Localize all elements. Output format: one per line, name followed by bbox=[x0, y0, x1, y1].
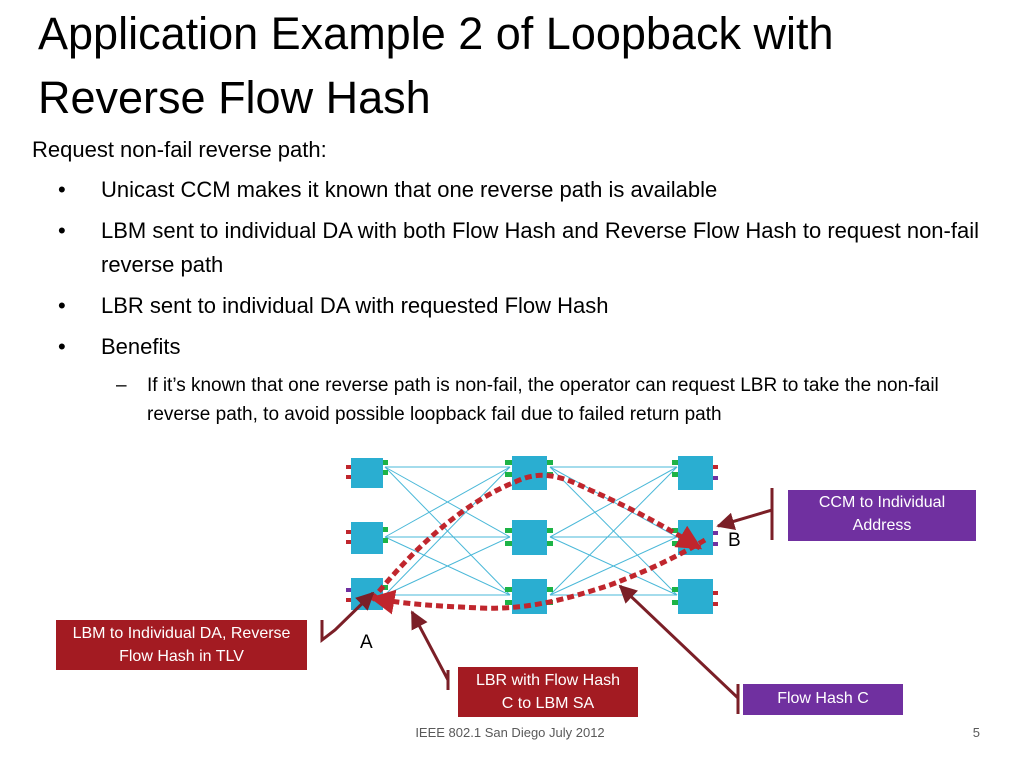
lbr-callout-box: LBR with Flow Hash C to LBM SA bbox=[458, 667, 638, 717]
bullet-text: Unicast CCM makes it known that one reve… bbox=[101, 177, 718, 202]
link bbox=[549, 536, 678, 596]
lbr-callout-arrow bbox=[410, 610, 450, 690]
switch-right-bottom bbox=[672, 579, 718, 614]
switch-left-middle bbox=[346, 522, 388, 554]
ccm-callout-box: CCM to Individual Address bbox=[788, 490, 976, 541]
ccm-callout-arrow bbox=[716, 488, 774, 540]
bullet-mark: • bbox=[58, 293, 66, 318]
lbm-path bbox=[370, 472, 703, 602]
link bbox=[384, 466, 511, 538]
sub-bullet-mark: – bbox=[116, 375, 127, 396]
bullet-mark: • bbox=[58, 334, 66, 359]
switch-middle-top bbox=[505, 456, 553, 490]
link bbox=[549, 466, 678, 596]
slide-title: Application Example 2 of Loopback with R… bbox=[38, 8, 834, 123]
switch-right-top bbox=[672, 456, 718, 490]
sub-bullet-text: If it’s known that one reverse path is n… bbox=[147, 375, 939, 425]
node-label-a: A bbox=[360, 632, 373, 653]
link bbox=[384, 536, 511, 596]
lbm-callout-box: LBM to Individual DA, Reverse Flow Hash … bbox=[56, 620, 307, 670]
flowhash-callout-arrow bbox=[618, 584, 740, 714]
lbm-callout-arrow bbox=[320, 591, 375, 644]
links bbox=[384, 466, 678, 596]
switch-middle-bottom bbox=[505, 579, 553, 614]
lbr-path bbox=[369, 537, 707, 615]
callout-arrows bbox=[320, 488, 774, 714]
bullet-text: Benefits bbox=[101, 334, 181, 359]
bullet-text: LBR sent to individual DA with requested… bbox=[101, 293, 609, 318]
bullet-mark: • bbox=[58, 177, 66, 202]
switch-middle-middle bbox=[505, 520, 553, 555]
lead-text: Request non-fail reverse path: bbox=[32, 137, 327, 162]
page-number: 5 bbox=[972, 725, 980, 740]
switch-a bbox=[346, 578, 388, 610]
node-label-b: B bbox=[728, 530, 741, 551]
bullet-text: LBM sent to individual DA with both Flow… bbox=[101, 218, 979, 277]
link bbox=[384, 466, 511, 596]
bullet-mark: • bbox=[58, 218, 66, 243]
switch-left-top bbox=[346, 458, 388, 488]
flowhash-callout-box: Flow Hash C bbox=[743, 684, 903, 715]
footer-text: IEEE 802.1 San Diego July 2012 bbox=[415, 725, 605, 740]
